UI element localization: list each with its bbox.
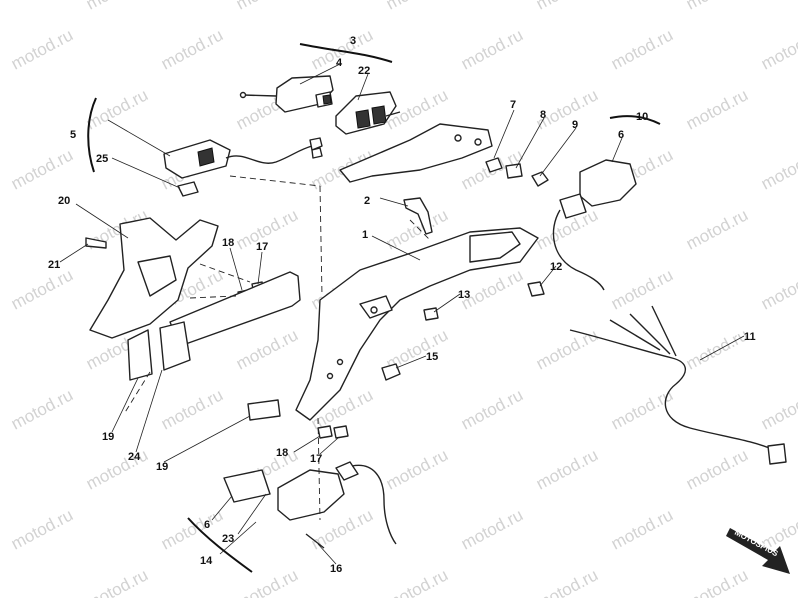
watermark-text: motod.ru [0,445,1,493]
watermark-text: motod.ru [683,565,751,598]
callout-10: 10 [636,111,648,123]
watermark-text: motod.ru [758,145,798,193]
support-arm [159,271,301,371]
leader-lines [59,63,745,565]
watermark-text: motod.ru [0,85,1,133]
callout-18-upper: 18 [222,237,234,249]
watermark-text: motod.ru [758,265,798,313]
watermark-text: motod.ru [683,205,751,253]
watermark-text: motod.ru [0,325,1,373]
watermark-text: motod.ru [158,505,226,553]
watermark-text: motod.ru [8,265,76,313]
grouping-brackets [87,43,661,573]
indicator-lower [223,461,397,549]
callout-17-lower: 17 [310,453,322,465]
watermark-text: motod.ru [458,505,526,553]
callout-14: 14 [200,555,213,567]
watermark-text: motod.ru [683,325,751,373]
reflector-blocks [127,329,281,421]
watermark-text: motod.ru [533,0,601,14]
rear-light-assembly [239,75,401,135]
callout-2: 2 [364,195,370,207]
watermark-text: motod.ru [458,25,526,73]
watermark-text: motod.ru [8,505,76,553]
callout-11: 11 [744,331,756,343]
watermark-text: motod.ru [383,565,451,598]
watermark-text: motod.ru [83,0,151,14]
callout-20: 20 [58,195,70,207]
watermark-text: motod.ru [83,565,151,598]
watermark-text: motod.ru [0,205,1,253]
callout-13: 13 [458,289,470,301]
watermark-text: motod.ru [458,385,526,433]
callout-23: 23 [222,533,234,545]
callout-17-upper: 17 [256,241,268,253]
watermark-text: motod.ru [533,565,601,598]
watermark-text: motod.ru [158,385,226,433]
watermark-text: motod.ru [8,385,76,433]
watermark-text: motod.ru [233,0,301,14]
watermark-text: motod.ru [683,445,751,493]
watermark-text: motod.ru [608,265,676,313]
plate-holder [89,217,219,339]
assembly-lines [123,175,431,521]
watermark-text: motod.ru [533,445,601,493]
watermark-text: motod.ru [683,85,751,133]
callout-6-upper: 6 [618,129,624,141]
watermark-text: motod.ru [233,565,301,598]
watermark-text: motod.ru [83,445,151,493]
watermark-text: motod.ru [608,505,676,553]
watermark-text: motod.ru [383,445,451,493]
callout-7: 7 [510,99,516,111]
callout-labels: 3 4 22 5 25 7 8 9 10 6 11 12 13 15 2 1 2… [48,35,756,575]
watermark-text: motod.ru [0,565,1,598]
callout-24: 24 [128,451,141,463]
indicator-upper [552,159,637,291]
callout-25: 25 [96,153,108,165]
wiring-harness [569,305,787,465]
watermark-text: motod.ru [8,25,76,73]
callout-12: 12 [550,261,562,273]
watermark-text: motod.ru [533,325,601,373]
watermark-text: motod.ru [233,325,301,373]
tail-support [295,227,539,421]
callout-4: 4 [336,57,343,69]
callout-19-lower: 19 [156,461,168,473]
callout-18-lower: 18 [276,447,288,459]
callout-1: 1 [362,229,368,241]
callout-16: 16 [330,563,342,575]
fasteners [85,237,545,439]
watermark-text: motod.ru [608,25,676,73]
callout-15: 15 [426,351,438,363]
callout-3: 3 [350,35,356,47]
watermark-text: motod.ru [383,0,451,14]
watermark-text: motod.ru [0,0,1,14]
watermark-text: motod.ru [83,85,151,133]
callout-19-left: 19 [102,431,114,443]
callout-5: 5 [70,129,76,141]
callout-9: 9 [572,119,578,131]
watermark-text: motod.ru [8,145,76,193]
watermark-text: motod.ru [758,25,798,73]
watermark-text: motod.ru [158,25,226,73]
callout-6-lower: 6 [204,519,210,531]
watermark-text: motod.ru [758,385,798,433]
callout-8: 8 [540,109,546,121]
callout-22: 22 [358,65,370,77]
clip-part [403,197,433,235]
plate-light-assembly [163,137,323,197]
callout-21: 21 [48,259,60,271]
watermark-text: motod.ru [683,0,751,14]
light-bracket [339,123,549,187]
